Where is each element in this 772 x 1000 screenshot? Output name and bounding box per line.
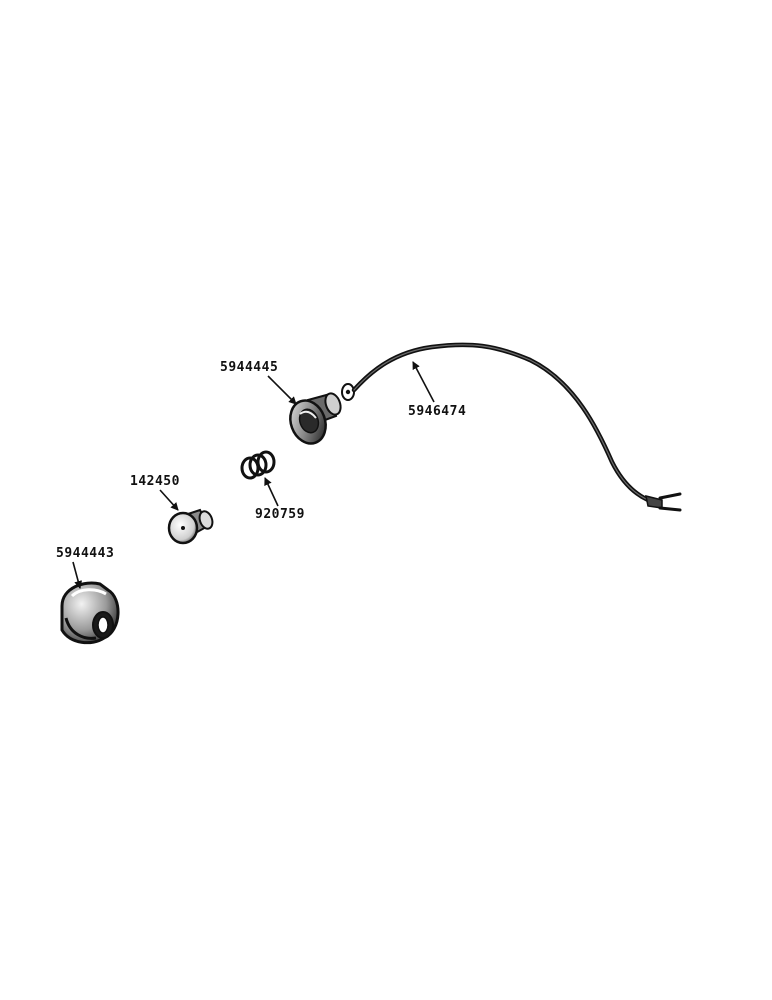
leader-arrow-142450 bbox=[159, 489, 179, 511]
part-label-142450: 142450 bbox=[130, 474, 180, 489]
leader-arrow-5944445 bbox=[267, 375, 297, 405]
lens-cap-part-illustration bbox=[60, 581, 120, 645]
leader-arrows bbox=[72, 361, 435, 589]
wire-lead-illustration bbox=[341, 342, 682, 512]
leader-arrow-5946474 bbox=[412, 361, 435, 403]
part-label-5944445: 5944445 bbox=[220, 360, 278, 375]
part-label-5944443: 5944443 bbox=[56, 546, 114, 561]
spring-part-illustration bbox=[240, 450, 276, 480]
leader-arrow-920759 bbox=[264, 477, 279, 507]
part-label-920759: 920759 bbox=[255, 507, 305, 522]
bulb-part-illustration bbox=[167, 508, 214, 545]
socket-part-illustration bbox=[289, 392, 342, 445]
part-label-5946474: 5946474 bbox=[408, 404, 466, 419]
leader-arrow-5944443 bbox=[72, 561, 83, 589]
